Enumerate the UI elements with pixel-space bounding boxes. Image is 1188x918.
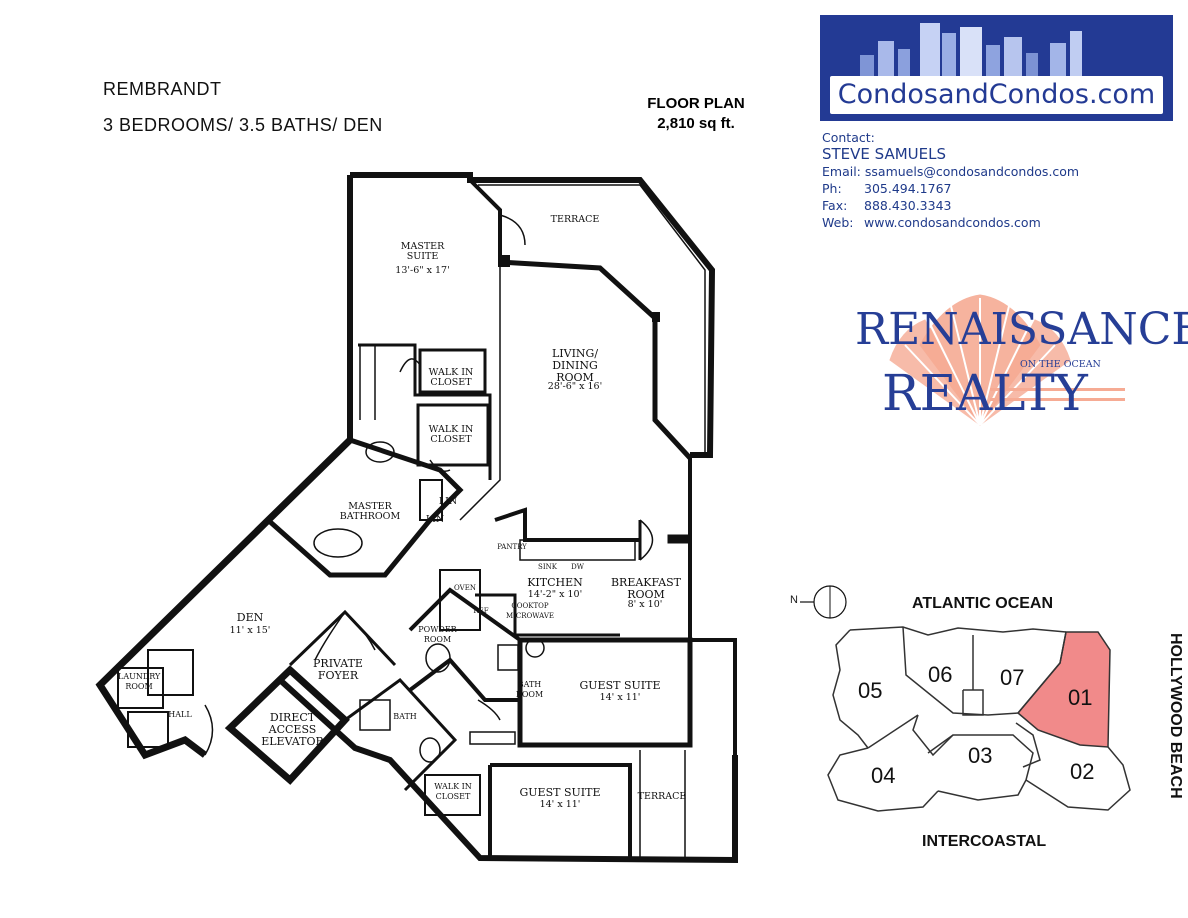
label-kitchen-dim: 14'-2" x 10' bbox=[527, 589, 583, 600]
fax-line: Fax: 888.430.3343 bbox=[822, 197, 1142, 214]
contact-heading: Contact: bbox=[822, 130, 875, 145]
fax-label: Fax: bbox=[822, 198, 848, 213]
layout-summary: 3 BEDROOMS/ 3.5 BATHS/ DEN bbox=[103, 115, 383, 135]
agent-name: STEVE SAMUELS bbox=[822, 145, 947, 163]
unit-01-highlight bbox=[1016, 631, 1111, 748]
phone-label: Ph: bbox=[822, 181, 842, 196]
floor-plan-drawing bbox=[95, 172, 738, 864]
phone-value[interactable]: 305.494.1767 bbox=[864, 181, 952, 196]
label-living-dining-dim: 28'-6" x 16' bbox=[547, 381, 603, 392]
label-living-dining: LIVING/ DINING ROOM bbox=[551, 347, 599, 384]
email-line: Email: ssamuels@condosandcondos.com bbox=[822, 163, 1142, 180]
unit-02[interactable]: 02 bbox=[1070, 759, 1095, 784]
web-label: Web: bbox=[822, 215, 854, 230]
label-guest-suite-1: GUEST SUITE bbox=[579, 679, 661, 692]
label-lin-2: LIN bbox=[425, 514, 445, 525]
label-sink: SINK bbox=[538, 563, 557, 571]
floor-plan-title: FLOOR PLAN 2,810 sq ft. bbox=[626, 94, 766, 134]
floor-plan-label: FLOOR PLAN bbox=[647, 95, 745, 112]
contact-block: Contact: STEVE SAMUELS Email: ssamuels@c… bbox=[822, 129, 1142, 231]
renaissance-realty-logo: RENAISSANCE ON THE OCEAN REALTY bbox=[850, 290, 1188, 430]
label-lin-1: LIN bbox=[438, 496, 458, 507]
label-den-dim: 11' x 15' bbox=[229, 625, 271, 636]
label-cooktop: COOKTOP MICROWAVE bbox=[505, 602, 554, 620]
unit-05[interactable]: 05 bbox=[858, 678, 883, 703]
label-walk-in-closet-1: WALK IN CLOSET bbox=[428, 367, 474, 388]
unit-03[interactable]: 03 bbox=[968, 743, 993, 768]
phone-line: Ph: 305.494.1767 bbox=[822, 180, 1142, 197]
email-link[interactable]: ssamuels@condosandcondos.com bbox=[864, 164, 1080, 179]
label-laundry-room: LAUNDRY ROOM bbox=[118, 672, 161, 691]
intercoastal-label: INTERCOASTAL bbox=[922, 833, 1047, 850]
fax-value: 888.430.3343 bbox=[864, 198, 952, 213]
label-pantry: PANTRY bbox=[497, 543, 527, 551]
label-walk-in-closet-2: WALK IN CLOSET bbox=[428, 424, 474, 445]
model-name: REMBRANDT bbox=[103, 79, 222, 99]
web-line: Web: www.condosandcondos.com bbox=[822, 214, 1142, 231]
label-guest-suite-2-dim: 14' x 11' bbox=[539, 799, 581, 810]
site-plan: N ATLANTIC OCEAN INTERCOASTAL HOLLYWOOD … bbox=[778, 585, 1184, 885]
label-bath: BATH bbox=[393, 712, 417, 721]
shell-icon bbox=[889, 294, 1125, 426]
label-master-bathroom: MASTER BATHROOM bbox=[339, 501, 401, 522]
label-ref: REF bbox=[473, 607, 489, 615]
unit-06[interactable]: 06 bbox=[928, 662, 953, 687]
realty-line2: REALTY bbox=[882, 364, 1088, 422]
label-master-suite: MASTER SUITE bbox=[400, 241, 445, 262]
floor-area: 2,810 sq ft. bbox=[657, 115, 735, 132]
realty-tagline: ON THE OCEAN bbox=[1020, 359, 1101, 370]
label-guest-suite-2: GUEST SUITE bbox=[519, 786, 601, 799]
label-bath-room: BATH ROOM bbox=[515, 680, 544, 699]
label-master-suite-dim: 13'-6" x 17' bbox=[395, 265, 450, 276]
condos-logo[interactable]: CondosandCondos.com bbox=[820, 15, 1173, 121]
atlantic-ocean-label: ATLANTIC OCEAN bbox=[912, 595, 1054, 612]
label-terrace-bottom: TERRACE bbox=[637, 791, 687, 802]
label-private-foyer: PRIVATE FOYER bbox=[313, 657, 363, 682]
unit-04[interactable]: 04 bbox=[871, 763, 896, 788]
north-label: N bbox=[790, 594, 798, 606]
site-plan-drawing bbox=[800, 585, 1131, 812]
label-hall: HALL bbox=[168, 710, 192, 719]
web-link[interactable]: www.condosandcondos.com bbox=[864, 215, 1041, 230]
label-dw: DW bbox=[571, 563, 584, 571]
label-kitchen: KITCHEN bbox=[527, 576, 583, 589]
label-powder-room: POWDER ROOM bbox=[418, 625, 457, 644]
unit-07[interactable]: 07 bbox=[1000, 665, 1025, 690]
email-label: Email: bbox=[822, 164, 861, 179]
label-terrace-top: TERRACE bbox=[550, 214, 600, 225]
label-walk-in-closet-3: WALK IN CLOSET bbox=[434, 782, 472, 801]
realty-line1: RENAISSANCE bbox=[855, 304, 1188, 355]
unit-01[interactable]: 01 bbox=[1068, 685, 1093, 710]
hollywood-beach-label: HOLLYWOOD BEACH bbox=[1167, 633, 1184, 799]
label-guest-suite-1-dim: 14' x 11' bbox=[599, 692, 641, 703]
logo-text: CondosandCondos.com bbox=[830, 76, 1163, 114]
label-oven: OVEN bbox=[454, 584, 476, 592]
label-breakfast-dim: 8' x 10' bbox=[627, 599, 663, 610]
label-den: DEN bbox=[236, 611, 264, 624]
label-breakfast-room: BREAKFAST ROOM bbox=[610, 576, 682, 601]
label-direct-access-elevator: DIRECT ACCESS ELEVATOR bbox=[261, 711, 324, 748]
